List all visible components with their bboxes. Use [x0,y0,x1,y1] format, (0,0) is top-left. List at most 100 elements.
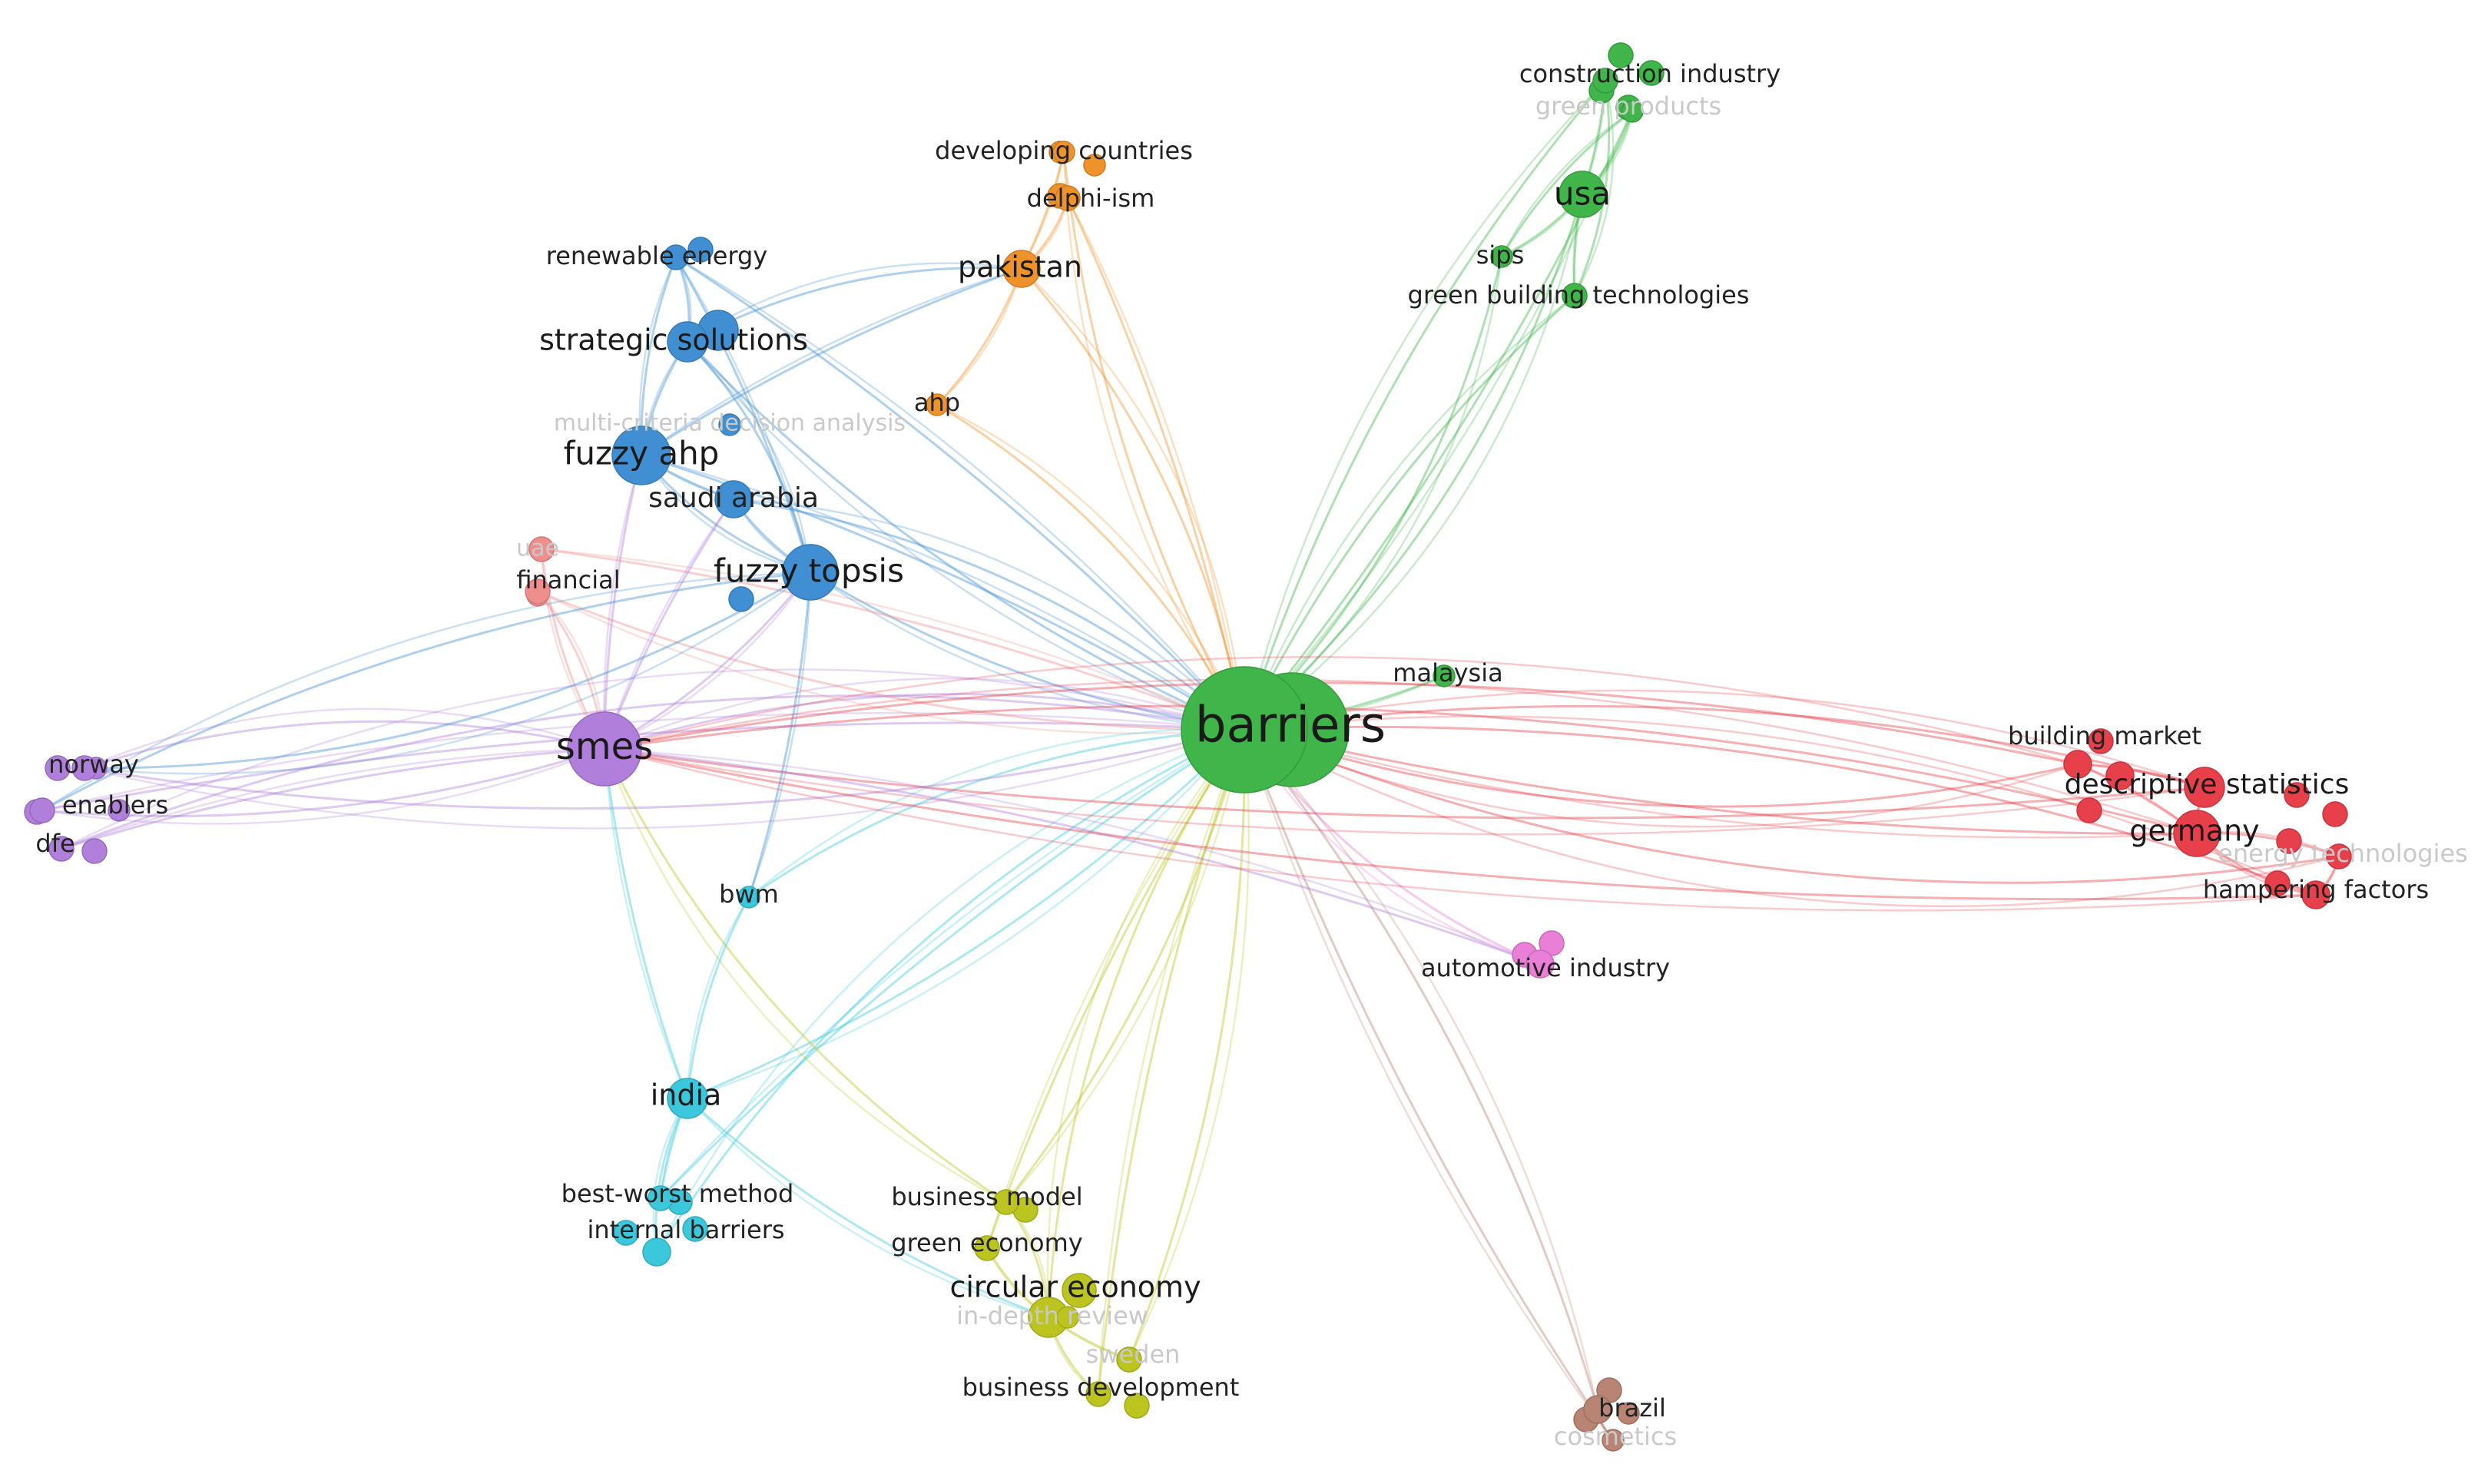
node-fuzzy-topsis[interactable] [782,544,839,601]
label-hampering-factors: hampering factors [2203,875,2429,904]
node-internal-barriers[interactable] [642,1237,671,1267]
link-strand-barriers-fuzzy-topsis [810,571,1245,731]
link-barriers-financial [537,590,1245,731]
node-energy-technologies[interactable] [2326,843,2352,870]
nodes-layer [24,42,2352,1452]
node-satellite-orange-10[interactable] [1083,154,1106,177]
node-in-depth-review[interactable] [1056,1306,1079,1329]
node-developing-countries[interactable] [1052,141,1075,164]
link-barriers-sweden [1128,729,1246,1360]
node-bwm[interactable] [737,886,760,909]
label-uae: uae [516,535,559,562]
label-saudi-arabia: saudi arabia [648,482,819,514]
node-sweden[interactable] [1116,1347,1142,1373]
link-strand-barriers-hampering-factors [1244,715,2317,896]
link-strand-barriers-ahp [936,403,1246,730]
node-best-worst-method[interactable] [648,1185,674,1211]
node-green-economy[interactable] [974,1235,1000,1261]
node-barriers[interactable] [1181,666,1308,793]
link-fuzzy-topsis-strategic-solutions [686,340,812,573]
link-strand-fuzzy-topsis-strategic-solutions [687,341,812,573]
label-financial: financial [516,565,620,595]
node-descriptive-statistics[interactable] [2184,767,2225,808]
link-barriers-brazil [1243,729,1599,1410]
node-satellite-cyan-20[interactable] [682,1216,708,1242]
node-malaysia[interactable] [1433,664,1456,687]
node-business-development[interactable] [1085,1381,1111,1407]
node-sips[interactable] [1490,245,1513,268]
link-barriers-hampering-factors [1244,725,2317,896]
link-barriers-enablers [41,721,1245,812]
node-norway[interactable] [71,755,98,781]
node-uae[interactable] [528,536,555,562]
node-ahp[interactable] [926,393,949,416]
node-business-model[interactable] [993,1189,1019,1215]
node-satellite-red-33[interactable] [2322,801,2348,827]
node-renewable-energy[interactable] [663,244,689,270]
node-satellite-red-31[interactable] [2076,797,2102,823]
link-strand-circular-economy-india [687,1098,1049,1319]
node-satellite-red-32[interactable] [2284,782,2310,808]
node-satellite-red-35[interactable] [2264,870,2291,896]
node-satellite-purple-16[interactable] [108,799,131,822]
node-pakistan[interactable] [1002,250,1041,288]
link-strand-smes-business-model [603,748,1007,1204]
node-delphi-ism[interactable] [1055,185,1081,211]
node-strategic-solutions[interactable] [667,321,708,363]
node-satellite-purple-17[interactable] [81,838,108,864]
link-strand-barriers-energy-technologies [1244,728,2340,907]
label-smes: smes [556,725,653,768]
link-strand-fuzzy-topsis-renewable-energy [674,257,812,573]
link-barriers-bwm [748,728,1245,899]
node-satellite-blue-5[interactable] [687,237,714,263]
node-green-products[interactable] [1621,100,1644,123]
link-strand-barriers-circular-economy [1046,729,1245,1318]
node-saudi-arabia[interactable] [714,480,753,518]
label-barriers: barriers [1195,697,1386,754]
label-dfe: dfe [35,829,75,858]
link-strand-norway-fuzzy-topsis [84,571,811,775]
node-cosmetics[interactable] [1602,1429,1625,1452]
node-germany[interactable] [2173,810,2221,857]
node-satellite-yellow-22[interactable] [1062,1273,1097,1308]
label-strategic-solutions: strategic solutions [539,323,808,357]
link-barriers-cosmetics [1243,729,1615,1441]
link-strand-barriers-construction-industry [1243,80,1606,730]
link-pakistan-fuzzy-ahp [641,267,1022,457]
node-satellite-green-0[interactable] [1608,42,1634,68]
label-best-worst-method: best-worst method [561,1179,794,1208]
node-smes[interactable] [567,711,642,787]
node-satellite-purple-13[interactable] [45,755,71,781]
node-brazil[interactable] [1583,1395,1612,1424]
link-norway-fuzzy-topsis [84,571,811,770]
node-green-building-technologies[interactable] [1562,283,1588,309]
node-construction-industry[interactable] [1592,68,1618,94]
link-barriers-internal-barriers [655,728,1245,1253]
label-delphi-ism: delphi-ism [1027,184,1155,213]
node-dfe[interactable] [48,836,75,862]
link-bwm-fuzzy-topsis [747,571,812,898]
node-financial[interactable] [525,578,551,605]
node-satellite-brown-27[interactable] [1617,1402,1640,1425]
node-satellite-yellow-23[interactable] [1124,1393,1150,1419]
node-satellite-blue-7[interactable] [728,586,754,612]
link-barriers-building-market [1244,728,2079,808]
link-strand-barriers-descriptive-statistics [1244,689,2205,789]
label-business-model: business model [891,1182,1082,1211]
node-satellite-red-30[interactable] [2105,761,2135,790]
node-building-market[interactable] [2063,750,2092,779]
node-satellite-red-29[interactable] [2088,728,2114,754]
link-barriers-descriptive-statistics [1244,704,2205,789]
node-multi-criteria-decision-analysis[interactable] [718,413,741,436]
node-satellite-cyan-19[interactable] [613,1220,639,1246]
node-fuzzy-ahp[interactable] [611,426,671,485]
node-usa[interactable] [1559,171,1606,218]
link-strand-barriers-enablers [41,712,1245,812]
node-satellite-red-34[interactable] [2276,828,2302,854]
node-india[interactable] [667,1078,708,1119]
node-hampering-factors[interactable] [2301,880,2330,909]
node-enablers[interactable] [29,797,55,823]
node-automotive-industry[interactable] [1525,949,1555,979]
node-satellite-green-1[interactable] [1638,60,1665,86]
